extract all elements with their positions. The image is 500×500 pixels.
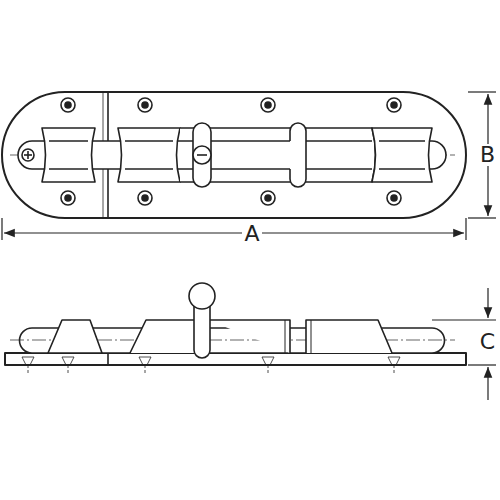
screw-marks — [22, 357, 400, 375]
dimension-b — [468, 92, 496, 218]
dimension-label: C — [478, 331, 497, 353]
side-view — [5, 283, 466, 375]
screw-holes — [61, 98, 401, 205]
dimension-c — [432, 288, 496, 400]
dimension-label: A — [242, 223, 261, 245]
dimension-label: B — [478, 144, 497, 166]
top-view — [2, 92, 466, 218]
dimension-a — [2, 218, 466, 240]
